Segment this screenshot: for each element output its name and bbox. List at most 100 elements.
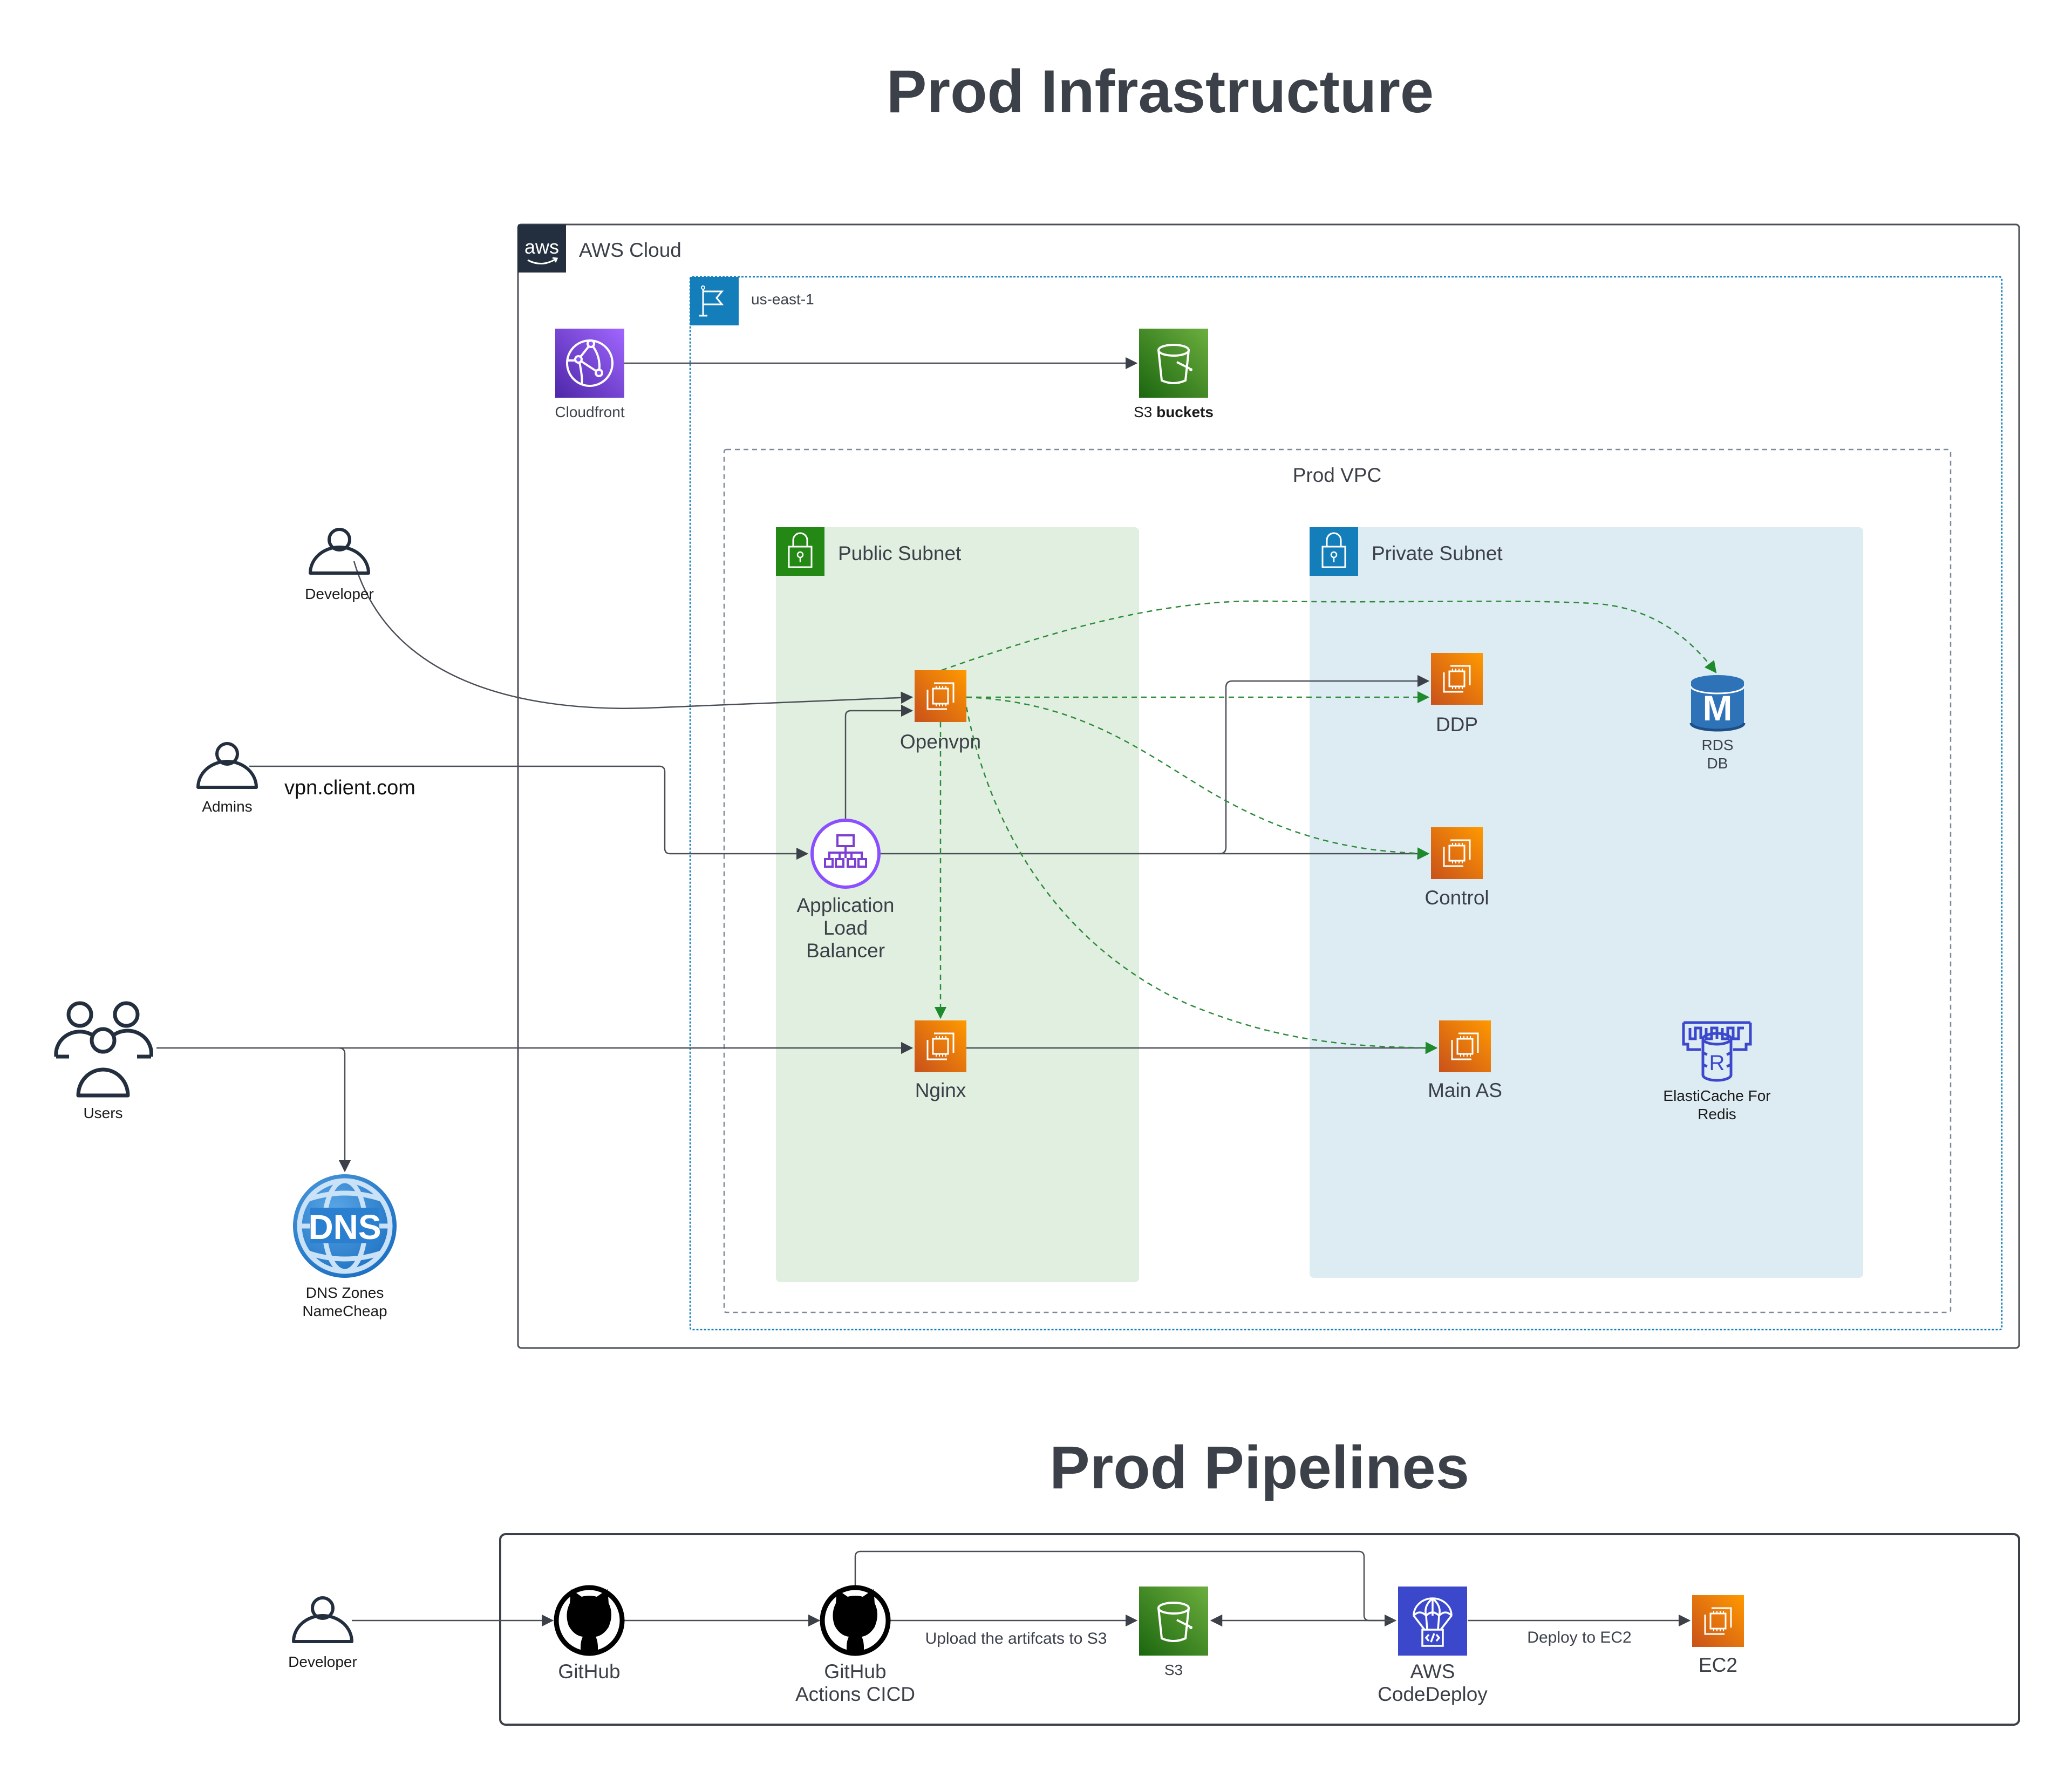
upload-artifacts-label: Upload the artifcats to S3 bbox=[925, 1630, 1107, 1647]
dns-globe-icon: DNS bbox=[293, 1174, 397, 1278]
svg-text:M: M bbox=[1703, 688, 1733, 728]
codedeploy-label-line-1: AWS bbox=[1410, 1660, 1455, 1683]
public-subnet-label: Public Subnet bbox=[838, 542, 962, 564]
ec2-instance-icon bbox=[1439, 1020, 1491, 1072]
elasticache-node[interactable]: R ElastiCache For Redis bbox=[1663, 1021, 1771, 1122]
pipelines-title: Prod Pipelines bbox=[1049, 1434, 1469, 1501]
region-flag-icon bbox=[690, 277, 739, 325]
elasticache-label-line-1: ElastiCache For bbox=[1663, 1087, 1770, 1104]
edge-openvpn-to-rds bbox=[941, 600, 1717, 673]
control-label: Control bbox=[1424, 887, 1489, 909]
codedeploy-label-line-2: CodeDeploy bbox=[1378, 1683, 1488, 1705]
ec2-instance-icon bbox=[1431, 827, 1483, 879]
svg-text:DNS: DNS bbox=[308, 1208, 381, 1247]
github-node[interactable]: GitHub bbox=[556, 1588, 622, 1683]
rds-database-icon: M bbox=[1689, 675, 1746, 732]
edge-users-to-dns bbox=[338, 1047, 351, 1173]
control-node[interactable]: Control bbox=[1424, 827, 1489, 909]
pipeline-ec2-node[interactable]: EC2 bbox=[1692, 1595, 1744, 1676]
elasticache-redis-icon: R bbox=[1682, 1021, 1752, 1082]
developer-actor[interactable]: Developer bbox=[305, 529, 374, 602]
person-icon bbox=[198, 744, 256, 787]
private-subnet-group: Private Subnet bbox=[1310, 527, 1863, 1278]
users-label: Users bbox=[83, 1105, 122, 1121]
private-subnet-label: Private Subnet bbox=[1372, 542, 1503, 564]
aws-logo-icon: aws bbox=[518, 224, 566, 273]
pipeline-group bbox=[499, 1533, 2020, 1726]
codedeploy-node[interactable]: AWS CodeDeploy bbox=[1378, 1587, 1488, 1705]
person-icon bbox=[294, 1598, 352, 1642]
edge-actions-to-codedeploy bbox=[854, 1550, 1397, 1627]
aws-cloud-label: AWS Cloud bbox=[579, 239, 681, 261]
alb-label-line-3: Balancer bbox=[806, 939, 885, 962]
github-actions-label-line-1: GitHub bbox=[824, 1660, 886, 1683]
pipeline-developer-label: Developer bbox=[288, 1653, 357, 1670]
dns-label-line-2: NameCheap bbox=[302, 1303, 387, 1319]
svg-text:aws: aws bbox=[524, 236, 559, 258]
codedeploy-icon bbox=[1398, 1587, 1467, 1656]
ddp-label: DDP bbox=[1436, 713, 1478, 736]
nginx-label: Nginx bbox=[915, 1079, 966, 1101]
alb-label-line-2: Load bbox=[823, 917, 868, 939]
s3-bucket-icon bbox=[1139, 329, 1208, 398]
elasticache-label-line-2: Redis bbox=[1698, 1106, 1736, 1122]
svg-text:R: R bbox=[1709, 1051, 1725, 1075]
private-subnet-lock-icon bbox=[1310, 527, 1358, 576]
pipeline-developer-actor[interactable]: Developer bbox=[288, 1598, 357, 1670]
aws-cloud-group: aws AWS Cloud bbox=[517, 223, 2020, 1349]
rds-label-line-2: DB bbox=[1707, 755, 1728, 772]
infrastructure-title: Prod Infrastructure bbox=[887, 58, 1434, 125]
person-icon bbox=[310, 529, 369, 573]
admins-actor[interactable]: Admins bbox=[198, 744, 256, 815]
alb-label-line-1: Application bbox=[796, 894, 894, 916]
deploy-to-ec2-label: Deploy to EC2 bbox=[1527, 1629, 1631, 1646]
load-balancer-icon bbox=[810, 819, 881, 889]
vpn-domain-label: vpn.client.com bbox=[284, 777, 415, 799]
ec2-instance-icon bbox=[915, 670, 966, 722]
github-actions-icon bbox=[822, 1588, 888, 1654]
github-actions-node[interactable]: GitHub Actions CICD bbox=[795, 1588, 915, 1705]
ec2-instance-icon bbox=[1431, 653, 1483, 705]
admins-label: Admins bbox=[202, 798, 252, 815]
openvpn-node[interactable]: Openvpn bbox=[900, 670, 981, 753]
rds-node[interactable]: M RDS DB bbox=[1689, 675, 1746, 772]
cloudfront-label: Cloudfront bbox=[555, 404, 624, 420]
dns-node[interactable]: DNS DNS Zones NameCheap bbox=[293, 1174, 397, 1319]
developer-label: Developer bbox=[305, 585, 374, 602]
s3-buckets-label: S3 buckets bbox=[1134, 404, 1214, 420]
rds-label-line-1: RDS bbox=[1701, 737, 1733, 753]
ddp-node[interactable]: DDP bbox=[1431, 653, 1483, 736]
pipeline-ec2-label: EC2 bbox=[1699, 1654, 1737, 1676]
main-as-node[interactable]: Main AS bbox=[1428, 1020, 1502, 1101]
github-label: GitHub bbox=[558, 1660, 620, 1683]
edge-alb-to-ddp bbox=[1219, 675, 1430, 855]
main-as-label: Main AS bbox=[1428, 1079, 1502, 1101]
region-label: us-east-1 bbox=[751, 291, 814, 308]
github-actions-label-line-2: Actions CICD bbox=[795, 1683, 915, 1705]
public-subnet-lock-icon bbox=[776, 527, 824, 576]
pipeline-s3-node[interactable]: S3 bbox=[1139, 1587, 1208, 1678]
ec2-instance-icon bbox=[1692, 1595, 1744, 1647]
users-group-icon bbox=[54, 1001, 153, 1098]
edge-admins-to-alb bbox=[249, 765, 809, 860]
nginx-node[interactable]: Nginx bbox=[915, 1020, 966, 1101]
edge-alb-to-openvpn bbox=[844, 704, 914, 819]
vpc-group: Prod VPC bbox=[723, 448, 1952, 1313]
s3-buckets-node[interactable]: S3 buckets bbox=[1134, 329, 1214, 420]
openvpn-label: Openvpn bbox=[900, 731, 981, 753]
ec2-instance-icon bbox=[915, 1020, 966, 1072]
s3-bucket-icon bbox=[1139, 1587, 1208, 1656]
cloudfront-icon bbox=[555, 329, 624, 398]
edge-openvpn-to-main-as bbox=[965, 706, 1438, 1054]
dns-label-line-1: DNS Zones bbox=[306, 1284, 384, 1301]
alb-node[interactable]: Application Load Balancer bbox=[796, 819, 895, 962]
cloudfront-node[interactable]: Cloudfront bbox=[555, 329, 625, 420]
edge-developer-to-openvpn bbox=[353, 561, 914, 709]
pipeline-s3-label: S3 bbox=[1164, 1662, 1183, 1678]
github-icon bbox=[556, 1588, 622, 1654]
region-group: us-east-1 bbox=[689, 276, 2003, 1331]
edge-openvpn-to-control bbox=[966, 696, 1430, 860]
public-subnet-group: Public Subnet bbox=[776, 527, 1139, 1282]
users-actor[interactable]: Users bbox=[54, 1001, 153, 1121]
